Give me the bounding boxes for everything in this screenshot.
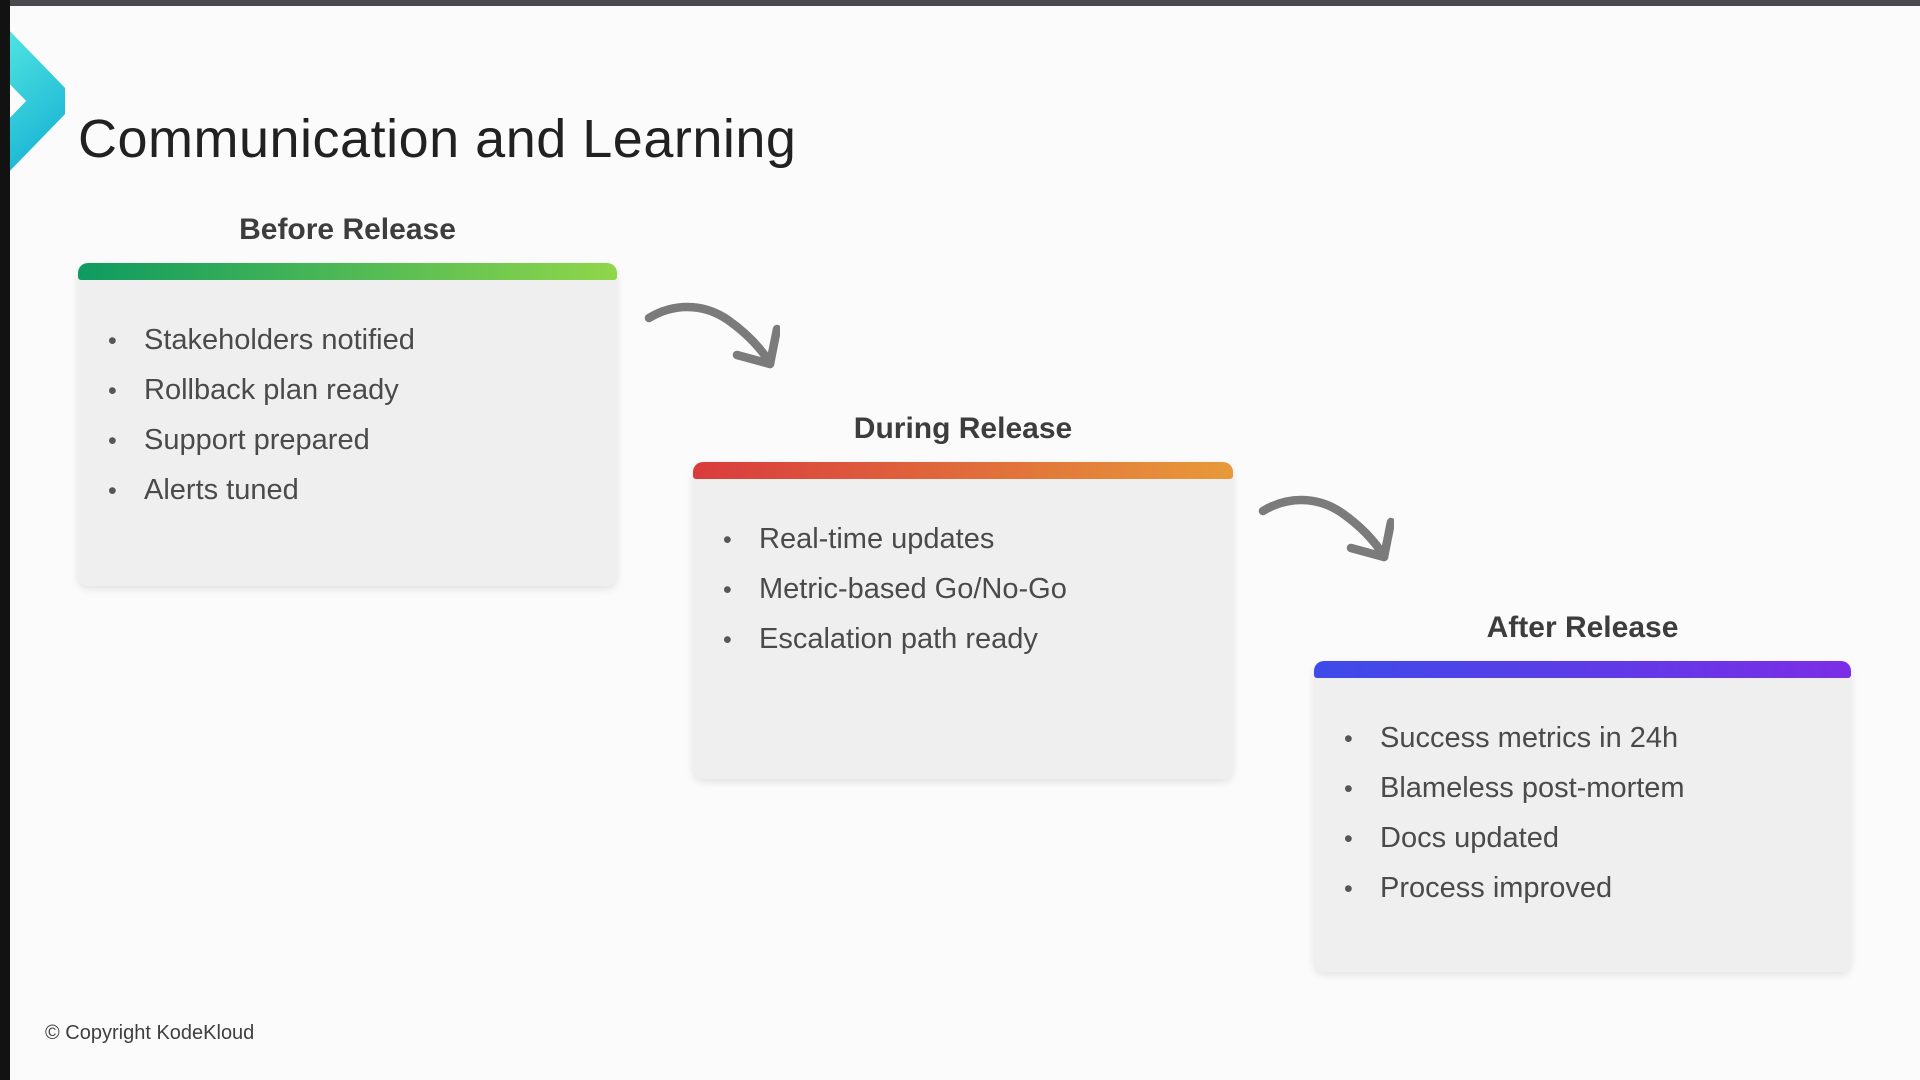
card-panel: Success metrics in 24h Blameless post-mo… — [1314, 661, 1851, 972]
page-title: Communication and Learning — [78, 109, 797, 170]
card-title: During Release — [853, 412, 1073, 445]
kodekloud-chevron-logo-icon — [10, 31, 65, 171]
list-item: Alerts tuned — [108, 476, 593, 507]
bullet-list: Success metrics in 24h Blameless post-mo… — [1314, 678, 1851, 905]
copyright-text: © Copyright KodeKloud — [45, 1022, 255, 1044]
list-item: Success metrics in 24h — [1344, 724, 1827, 755]
card-accent-bar — [78, 263, 617, 280]
card-before-release: Before Release Stakeholders notified Rol… — [78, 213, 617, 586]
list-item: Support prepared — [108, 426, 593, 457]
top-frame-bar — [0, 0, 1920, 6]
list-item: Metric-based Go/No-Go — [723, 575, 1209, 606]
card-body: Stakeholders notified Rollback plan read… — [78, 280, 617, 507]
bullet-list: Stakeholders notified Rollback plan read… — [78, 280, 617, 507]
card-body: Real-time updates Metric-based Go/No-Go … — [693, 479, 1233, 656]
list-item: Real-time updates — [723, 525, 1209, 556]
list-item: Process improved — [1344, 874, 1827, 905]
list-item: Escalation path ready — [723, 625, 1209, 656]
card-during-release: During Release Real-time updates Metric-… — [693, 412, 1233, 779]
curved-arrow-icon — [1258, 495, 1394, 562]
card-after-release: After Release Success metrics in 24h Bla… — [1314, 611, 1851, 972]
left-frame-bar — [0, 0, 10, 1080]
list-item: Docs updated — [1344, 824, 1827, 855]
bullet-list: Real-time updates Metric-based Go/No-Go … — [693, 479, 1233, 656]
card-panel: Stakeholders notified Rollback plan read… — [78, 263, 617, 586]
card-title: After Release — [1486, 611, 1679, 644]
card-title: Before Release — [239, 213, 456, 246]
list-item: Blameless post-mortem — [1344, 774, 1827, 805]
list-item: Rollback plan ready — [108, 376, 593, 407]
card-accent-bar — [693, 462, 1233, 479]
card-panel: Real-time updates Metric-based Go/No-Go … — [693, 462, 1233, 779]
curved-arrow-icon — [644, 302, 780, 369]
list-item: Stakeholders notified — [108, 326, 593, 357]
card-accent-bar — [1314, 661, 1851, 678]
card-body: Success metrics in 24h Blameless post-mo… — [1314, 678, 1851, 905]
